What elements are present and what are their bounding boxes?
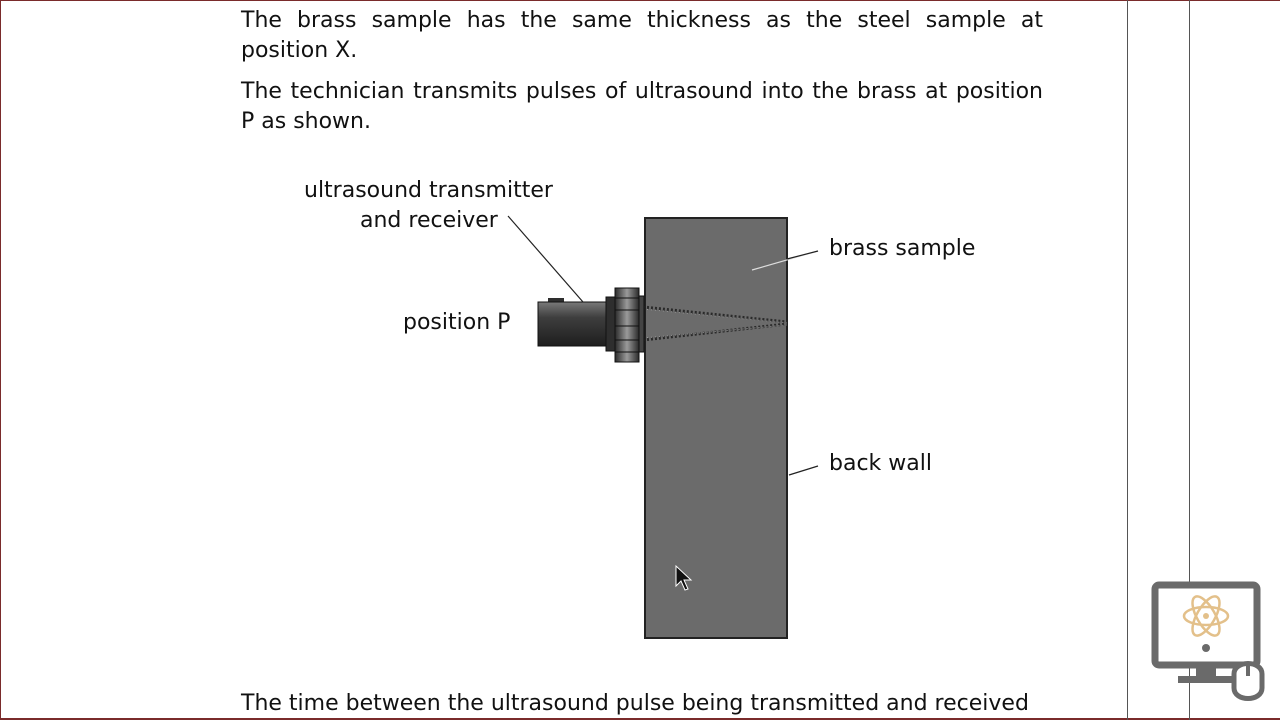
brass-sample-block [644,217,788,639]
label-and-receiver: and receiver [360,208,498,233]
back-wall-leader-line [788,465,819,476]
margin-line-right [1189,0,1190,720]
mouse-pointer-icon [675,564,693,591]
margin-line-left [1127,0,1128,720]
ultrasound-beam [642,305,788,342]
transmitter-leader-line [507,215,584,303]
paragraph-time-between: The time between the ultrasound pulse be… [241,691,1029,716]
paragraph-technician-transmits: The technician transmits pulses of ultra… [241,79,1043,134]
computer-atom-icon [1151,581,1265,701]
ultrasound-probe [537,287,645,363]
page-border-bottom [0,718,1280,720]
paragraph-brass-thickness: The brass sample has the same thickness … [241,8,1043,63]
brass-sample-leader-line [786,250,819,260]
label-ultrasound-transmitter: ultrasound transmitter [304,178,553,203]
label-brass-sample: brass sample [829,236,976,261]
label-back-wall: back wall [829,451,932,476]
page-border-left [0,0,1,720]
mouse-icon [1231,661,1265,701]
page-border-top [0,0,1280,1]
label-position-p: position P [403,310,511,335]
